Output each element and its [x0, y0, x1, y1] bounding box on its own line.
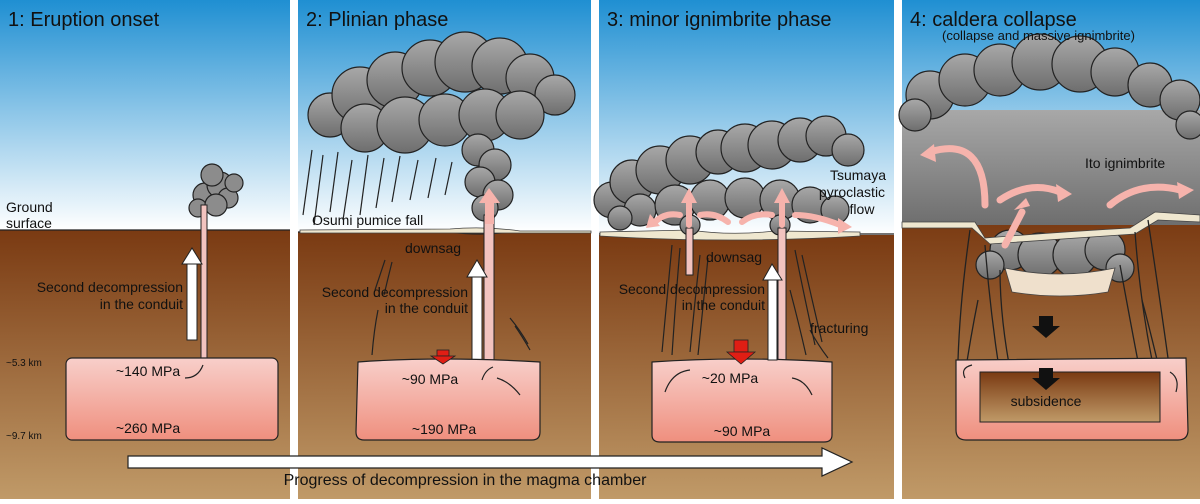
- panel-3-conduit-left: [685, 227, 694, 276]
- panel-3-pressure-top: ~20 MPa: [702, 370, 759, 386]
- panel-3-conduit-label: in the conduit: [682, 297, 765, 313]
- panel-4-subtitle: (collapse and massive ignimbrite): [942, 28, 1135, 43]
- panel-4: 4: caldera collapse (collapse and massiv…: [898, 0, 1200, 499]
- panel-2-pressure-drop-arrow-icon: [429, 349, 457, 365]
- panel-1-sky: [0, 0, 290, 230]
- panel-4-ignimbrite-label: Ito ignimbrite: [1085, 155, 1165, 171]
- panel-3-downsag-label: downsag: [706, 249, 762, 265]
- panel-2-conduit-label: in the conduit: [385, 300, 468, 316]
- panel-1: 1: Eruption onset Ground surface Second …: [0, 0, 290, 499]
- panel-1-pressure-top: ~140 MPa: [116, 363, 180, 379]
- panel-4-subsidence-arrows-icon: [1032, 316, 1060, 390]
- panel-2-magma-chamber: [355, 358, 541, 441]
- panel-3-decompression-label: Second decompression: [619, 281, 765, 297]
- panel-2-pumice-deposit: [299, 227, 592, 234]
- panel-1-conduit: [200, 204, 208, 361]
- panel-4-title: 4: caldera collapse: [910, 9, 1077, 31]
- panel-3-title: 3: minor ignimbrite phase: [607, 9, 832, 31]
- panel-4-flow-arrow-icon: [962, 364, 1178, 393]
- panel-3-cloud-icon: [593, 115, 865, 236]
- panel-2-conduit: [483, 214, 495, 363]
- panel-4-arrowheads-icon: [920, 144, 1194, 210]
- panel-2-title: 2: Plinian phase: [306, 9, 448, 31]
- panel-3-flow-label-3: flow: [850, 201, 876, 217]
- panel-2: 2: Plinian phase Osumi pumice fall downs…: [298, 0, 592, 499]
- panel-2-fractures: [371, 259, 531, 356]
- panel-1-pressure-bottom: ~260 MPa: [116, 420, 180, 436]
- panel-1-decompression-arrow-icon: [181, 247, 203, 341]
- panel-3-arrowheads-icon: [646, 188, 852, 234]
- panel-4-ignimbrite-deposit: [901, 211, 1200, 245]
- panel-3-conduit-right: [777, 227, 787, 363]
- panel-3-decompression-arrow-icon: [762, 263, 783, 361]
- panel-3-magma-chamber: [651, 358, 833, 443]
- panel-4-subsiding-block: [979, 371, 1161, 423]
- panel-3: 3: minor ignimbrite phase Tsumaya pyrocl…: [593, 0, 894, 499]
- panel-2-fallout-lines: [302, 149, 453, 226]
- panel-4-caldera-fill: [1004, 267, 1116, 297]
- panel-2-flow-arrow-icon: [481, 366, 521, 396]
- panel-1-flow-arrow-icon: [184, 364, 204, 379]
- panel-2-pressure-top: ~90 MPa: [402, 371, 459, 387]
- panel-1-depth-bottom: ~9.7 km: [6, 431, 42, 442]
- panel-3-fractures: [661, 244, 829, 359]
- panel-3-pressure-drop-arrow-icon: [725, 339, 757, 365]
- panel-1-depth-top: ~5.3 km: [6, 358, 42, 369]
- panel-3-pressure-bottom: ~90 MPa: [714, 423, 771, 439]
- panel-3-flow-arrows-icon: [652, 197, 843, 228]
- panel-1-magma-chamber: [65, 357, 279, 441]
- panel-3-flow-label-2: pyroclastic: [819, 184, 885, 200]
- panel-2-pumice-label: Osumi pumice fall: [312, 212, 423, 228]
- panel-1-decompression-label: Second decompression: [37, 279, 183, 295]
- panel-1-ground-label: Ground: [6, 199, 53, 215]
- panel-2-cloud-icon: [307, 31, 576, 222]
- panel-2-eruption-arrow-icon: [479, 188, 500, 224]
- progress-arrow-icon: [127, 447, 854, 477]
- panel-3-flow-label-1: Tsumaya: [830, 167, 886, 183]
- panel-1-conduit-label: in the conduit: [100, 296, 183, 312]
- panel-2-pressure-bottom: ~190 MPa: [412, 421, 476, 437]
- panel-1-title: 1: Eruption onset: [8, 9, 160, 31]
- panel-3-flow-arrow-icon: [664, 369, 813, 396]
- panel-2-decompression-label: Second decompression: [322, 284, 468, 300]
- panel-4-flow-arrows-icon: [926, 145, 1184, 249]
- panel-1-surface-label: surface: [6, 215, 52, 231]
- panel-2-downsag-label: downsag: [405, 240, 461, 256]
- panel-3-flow-deposit: [599, 229, 861, 241]
- panel-4-subsidence-label: subsidence: [1011, 393, 1082, 409]
- panel-3-fracturing-label: fracturing: [810, 320, 868, 336]
- progress-label: Progress of decompression in the magma c…: [284, 472, 648, 489]
